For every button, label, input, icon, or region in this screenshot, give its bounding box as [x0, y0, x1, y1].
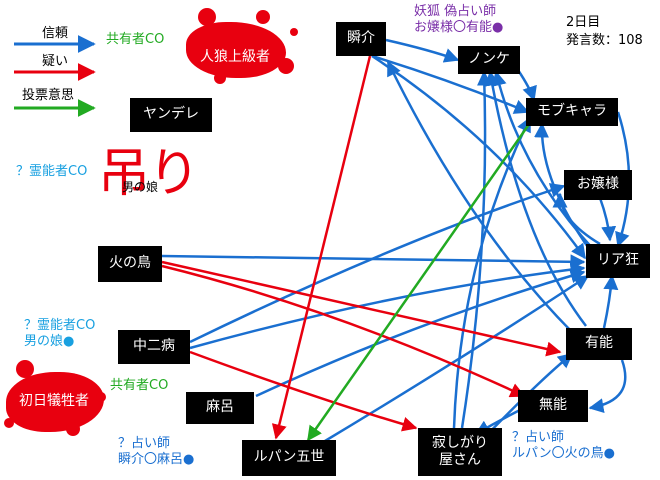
edge-mobukyara-to-lupin-vote	[306, 119, 534, 442]
co-sharer-jinrou: 共有者CO	[106, 32, 165, 47]
node-jinrou-joukyuusha[interactable]: 人狼上級者	[200, 49, 270, 66]
edge-yuunou-to-shunsuke	[386, 60, 575, 335]
legend-vote-label: 投票意思	[22, 88, 75, 103]
day-label: 2日目	[566, 15, 601, 30]
node-sabishigari-line2: 屋さん	[439, 452, 481, 468]
edge-shunsuke-to-lupin	[271, 55, 372, 440]
edge-ojousama-to-riajuu	[598, 197, 617, 242]
node-yandere[interactable]: ヤンデレ	[130, 98, 212, 132]
seer-claim-right-line1: ？占い師	[512, 430, 565, 445]
medium-co-otokonoko: ？霊能者CO	[16, 164, 88, 179]
seer-claim-right-line2: ルパン〇火の鳥●	[512, 446, 615, 462]
edge-chuunibyou-to-riajuu	[189, 262, 586, 350]
node-chuunibyou[interactable]: 中二病	[118, 330, 190, 364]
edge-yuunou-to-nonke	[484, 70, 587, 327]
node-mobukyara[interactable]: モブキャラ	[526, 98, 618, 126]
edge-lupin-to-riajuu	[319, 274, 590, 446]
edge-chuunibyou-to-ojousama	[189, 183, 566, 344]
edge-yuunou-to-riajuu	[602, 274, 619, 329]
fox-note-line2: お嬢様〇有能●	[414, 20, 504, 36]
legend-doubt-label: 疑い	[42, 54, 69, 69]
edge-chuunibyou-to-sabishigari	[189, 350, 418, 432]
node-lupin-gosei[interactable]: ルパン五世	[242, 440, 336, 476]
node-shoki-giseisha[interactable]: 初日犠牲者	[19, 393, 89, 410]
fox-fake-seer-note: 妖狐 偽占い師 お嬢様〇有能●	[414, 4, 503, 37]
edge-shunsuke-to-nonke	[385, 38, 460, 63]
edge-sabishigari-to-mobukyara	[452, 116, 532, 429]
edge-yuunou-to-mujou	[588, 359, 627, 414]
day-status: 2日目 発言数：108	[566, 14, 643, 50]
node-otokonoko[interactable]: 男の娘	[122, 180, 159, 194]
node-hinotori[interactable]: 火の鳥	[98, 246, 162, 282]
node-shunsuke[interactable]: 瞬介	[336, 22, 386, 56]
node-nonke[interactable]: ノンケ	[458, 46, 520, 74]
edge-maro-to-riajuu	[255, 268, 586, 398]
node-riajuu[interactable]: リア狂	[586, 244, 650, 278]
node-ojousama[interactable]: お嬢様	[564, 170, 632, 200]
seer-claim-right-side: ？占い師 ルパン〇火の鳥●	[512, 430, 615, 463]
post-count: 発言数：108	[566, 33, 643, 49]
edge-riajuu-to-nonke	[491, 70, 595, 251]
fox-note-line1: 妖狐 偽占い師	[414, 4, 497, 19]
seer-claim-maro-side: ？占い師 瞬介〇麻呂●	[118, 436, 194, 469]
node-maro[interactable]: 麻呂	[186, 392, 254, 424]
edge-hinotori-to-mujou	[161, 264, 526, 398]
node-sabishigari-line1: 寂しがり	[432, 434, 488, 451]
edge-hinotori-to-yuunou	[161, 260, 562, 357]
medium-co-line1: ？霊能者CO	[24, 318, 96, 333]
edge-riajuu-to-ojousama	[552, 192, 601, 246]
co-sharer-shoki: 共有者CO	[110, 378, 169, 393]
node-mujou[interactable]: 無能	[518, 390, 588, 422]
edge-shunsuke-to-riajuu	[371, 54, 587, 260]
medium-co-chuunibyou: ？霊能者CO 男の娘●	[24, 318, 95, 351]
node-sabishigari-ya[interactable]: 寂しがり 屋さん	[418, 428, 502, 476]
legend-trust-label: 信頼	[42, 26, 69, 41]
seer-claim-left-line2: 瞬介〇麻呂●	[118, 452, 195, 468]
medium-co-line2: 男の娘●	[24, 334, 75, 350]
seer-claim-left-line1: ？占い師	[118, 436, 171, 451]
edge-sabishigari-to-yuunou	[481, 353, 574, 441]
hanged-marker: 吊り	[98, 144, 200, 204]
edge-nonke-to-mobukyara	[516, 69, 537, 102]
node-yuunou[interactable]: 有能	[566, 328, 632, 360]
